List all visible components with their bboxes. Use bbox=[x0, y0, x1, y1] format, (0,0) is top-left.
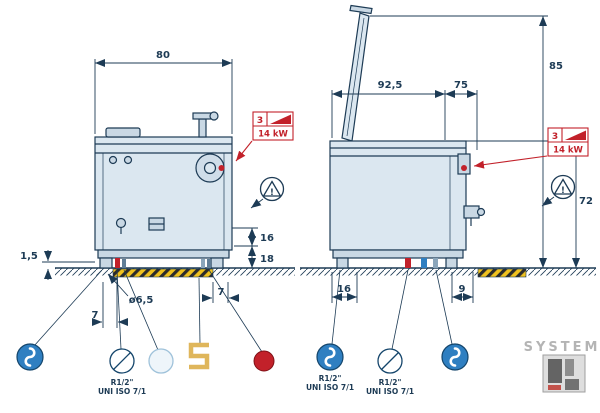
dim-depth-label: 92,5 bbox=[378, 80, 403, 91]
equipotential-symbol-front bbox=[250, 176, 285, 209]
foot-front-right bbox=[210, 257, 224, 269]
dim-drain-lower-label: 18 bbox=[260, 254, 274, 265]
water-connection-icon-side-2 bbox=[440, 342, 470, 372]
side-knob bbox=[457, 153, 471, 175]
front-drain-label: R1/2" UNI ISO 7/1 bbox=[98, 378, 146, 396]
warning-glyph-front: ! bbox=[270, 188, 274, 198]
lid-handle-front bbox=[105, 127, 141, 138]
water-connection-icon-front bbox=[15, 342, 45, 372]
lid-open bbox=[341, 4, 373, 142]
plinth-front bbox=[97, 249, 230, 259]
water-connection-icon-side-1 bbox=[315, 342, 345, 372]
watermark: SYSTEM bbox=[524, 340, 600, 393]
side-connection-leaders bbox=[331, 269, 453, 350]
water-label-1-line1: R1/2" bbox=[319, 374, 342, 383]
dim-body-height-label: 72 bbox=[579, 196, 593, 207]
side-water-label-2: R1/2" UNI ISO 7/1 bbox=[366, 378, 414, 396]
lid-handle-side bbox=[349, 4, 373, 15]
tap-front bbox=[192, 111, 219, 138]
warning-strip-front bbox=[112, 268, 214, 278]
floor-hatch-side bbox=[300, 268, 596, 276]
dim-offset-b-label: 7 bbox=[92, 310, 99, 321]
warning-glyph-side: ! bbox=[561, 186, 565, 196]
phase-flag-icon-side bbox=[565, 130, 586, 140]
side-view bbox=[329, 4, 486, 269]
power-arrow-front bbox=[235, 140, 253, 162]
front-connection-leaders bbox=[33, 269, 263, 353]
side-dimension-lines bbox=[331, 15, 582, 303]
side-water-label-1: R1/2" UNI ISO 7/1 bbox=[306, 374, 354, 392]
electric-connection-icon bbox=[253, 350, 275, 372]
red-indicator-front bbox=[218, 165, 225, 171]
dim-offset-right-label: 9 bbox=[459, 284, 466, 295]
side-drain-tap bbox=[463, 205, 486, 226]
service-stubs-front bbox=[115, 258, 211, 268]
floor bbox=[55, 267, 596, 278]
knob-small-left bbox=[108, 155, 118, 165]
drain-connection-icon-front bbox=[109, 348, 135, 374]
power-box-side bbox=[473, 127, 589, 169]
drain-wheel bbox=[195, 153, 225, 183]
equipotential-symbol-side bbox=[541, 174, 576, 207]
water-label-1-line2: UNI ISO 7/1 bbox=[306, 383, 354, 392]
foot-side-left bbox=[336, 257, 349, 269]
drain-label-line2: UNI ISO 7/1 bbox=[98, 387, 146, 396]
dim-plinth-label: 1,5 bbox=[20, 251, 38, 262]
dim-drain-upper-label: 16 bbox=[260, 233, 274, 244]
power-kw-side: 14 kW bbox=[553, 146, 583, 156]
power-box-front bbox=[235, 111, 294, 162]
appliance-body-side bbox=[329, 140, 467, 251]
dim-hole-label: ø6,5 bbox=[129, 295, 154, 306]
water-label-2-line1: R1/2" bbox=[379, 378, 402, 387]
service-stubs-side bbox=[405, 258, 438, 268]
watermark-text: SYSTEM bbox=[524, 340, 600, 355]
drain-label-line1: R1/2" bbox=[111, 378, 134, 387]
warning-strip-side bbox=[477, 268, 527, 278]
plinth-side bbox=[332, 249, 464, 259]
cold-water-connection-icon bbox=[148, 348, 174, 374]
foot-side-right bbox=[445, 257, 458, 269]
side-dimension-labels: 92,5 75 85 72 16 9 bbox=[337, 61, 593, 295]
knob-small-right bbox=[123, 155, 133, 165]
front-view bbox=[94, 111, 233, 269]
power-kw-front: 14 kW bbox=[258, 130, 288, 140]
dim-offset-a-label: 7 bbox=[218, 287, 225, 298]
water-label-2-line2: UNI ISO 7/1 bbox=[366, 387, 414, 396]
gas-connection-icon bbox=[188, 342, 210, 370]
front-dimension-labels: 80 1,5 16 18 ø6,5 7 7 bbox=[20, 50, 274, 321]
watermark-logo bbox=[542, 354, 586, 393]
red-indicator-side bbox=[461, 165, 467, 171]
front-dimension-lines bbox=[42, 59, 258, 328]
drain-connection-icon-side bbox=[377, 348, 403, 374]
phase-flag-icon bbox=[270, 114, 291, 124]
power-arrow-side bbox=[473, 155, 548, 169]
dim-width-label: 80 bbox=[156, 50, 170, 61]
power-phases-side: 3 bbox=[552, 132, 558, 142]
front-fittings bbox=[115, 217, 165, 234]
foot-front-left bbox=[99, 257, 113, 269]
dim-total-height-label: 85 bbox=[549, 61, 563, 72]
dim-door-label: 75 bbox=[454, 80, 468, 91]
power-phases-front: 3 bbox=[257, 116, 263, 126]
dim-offset-left-label: 16 bbox=[337, 284, 351, 295]
